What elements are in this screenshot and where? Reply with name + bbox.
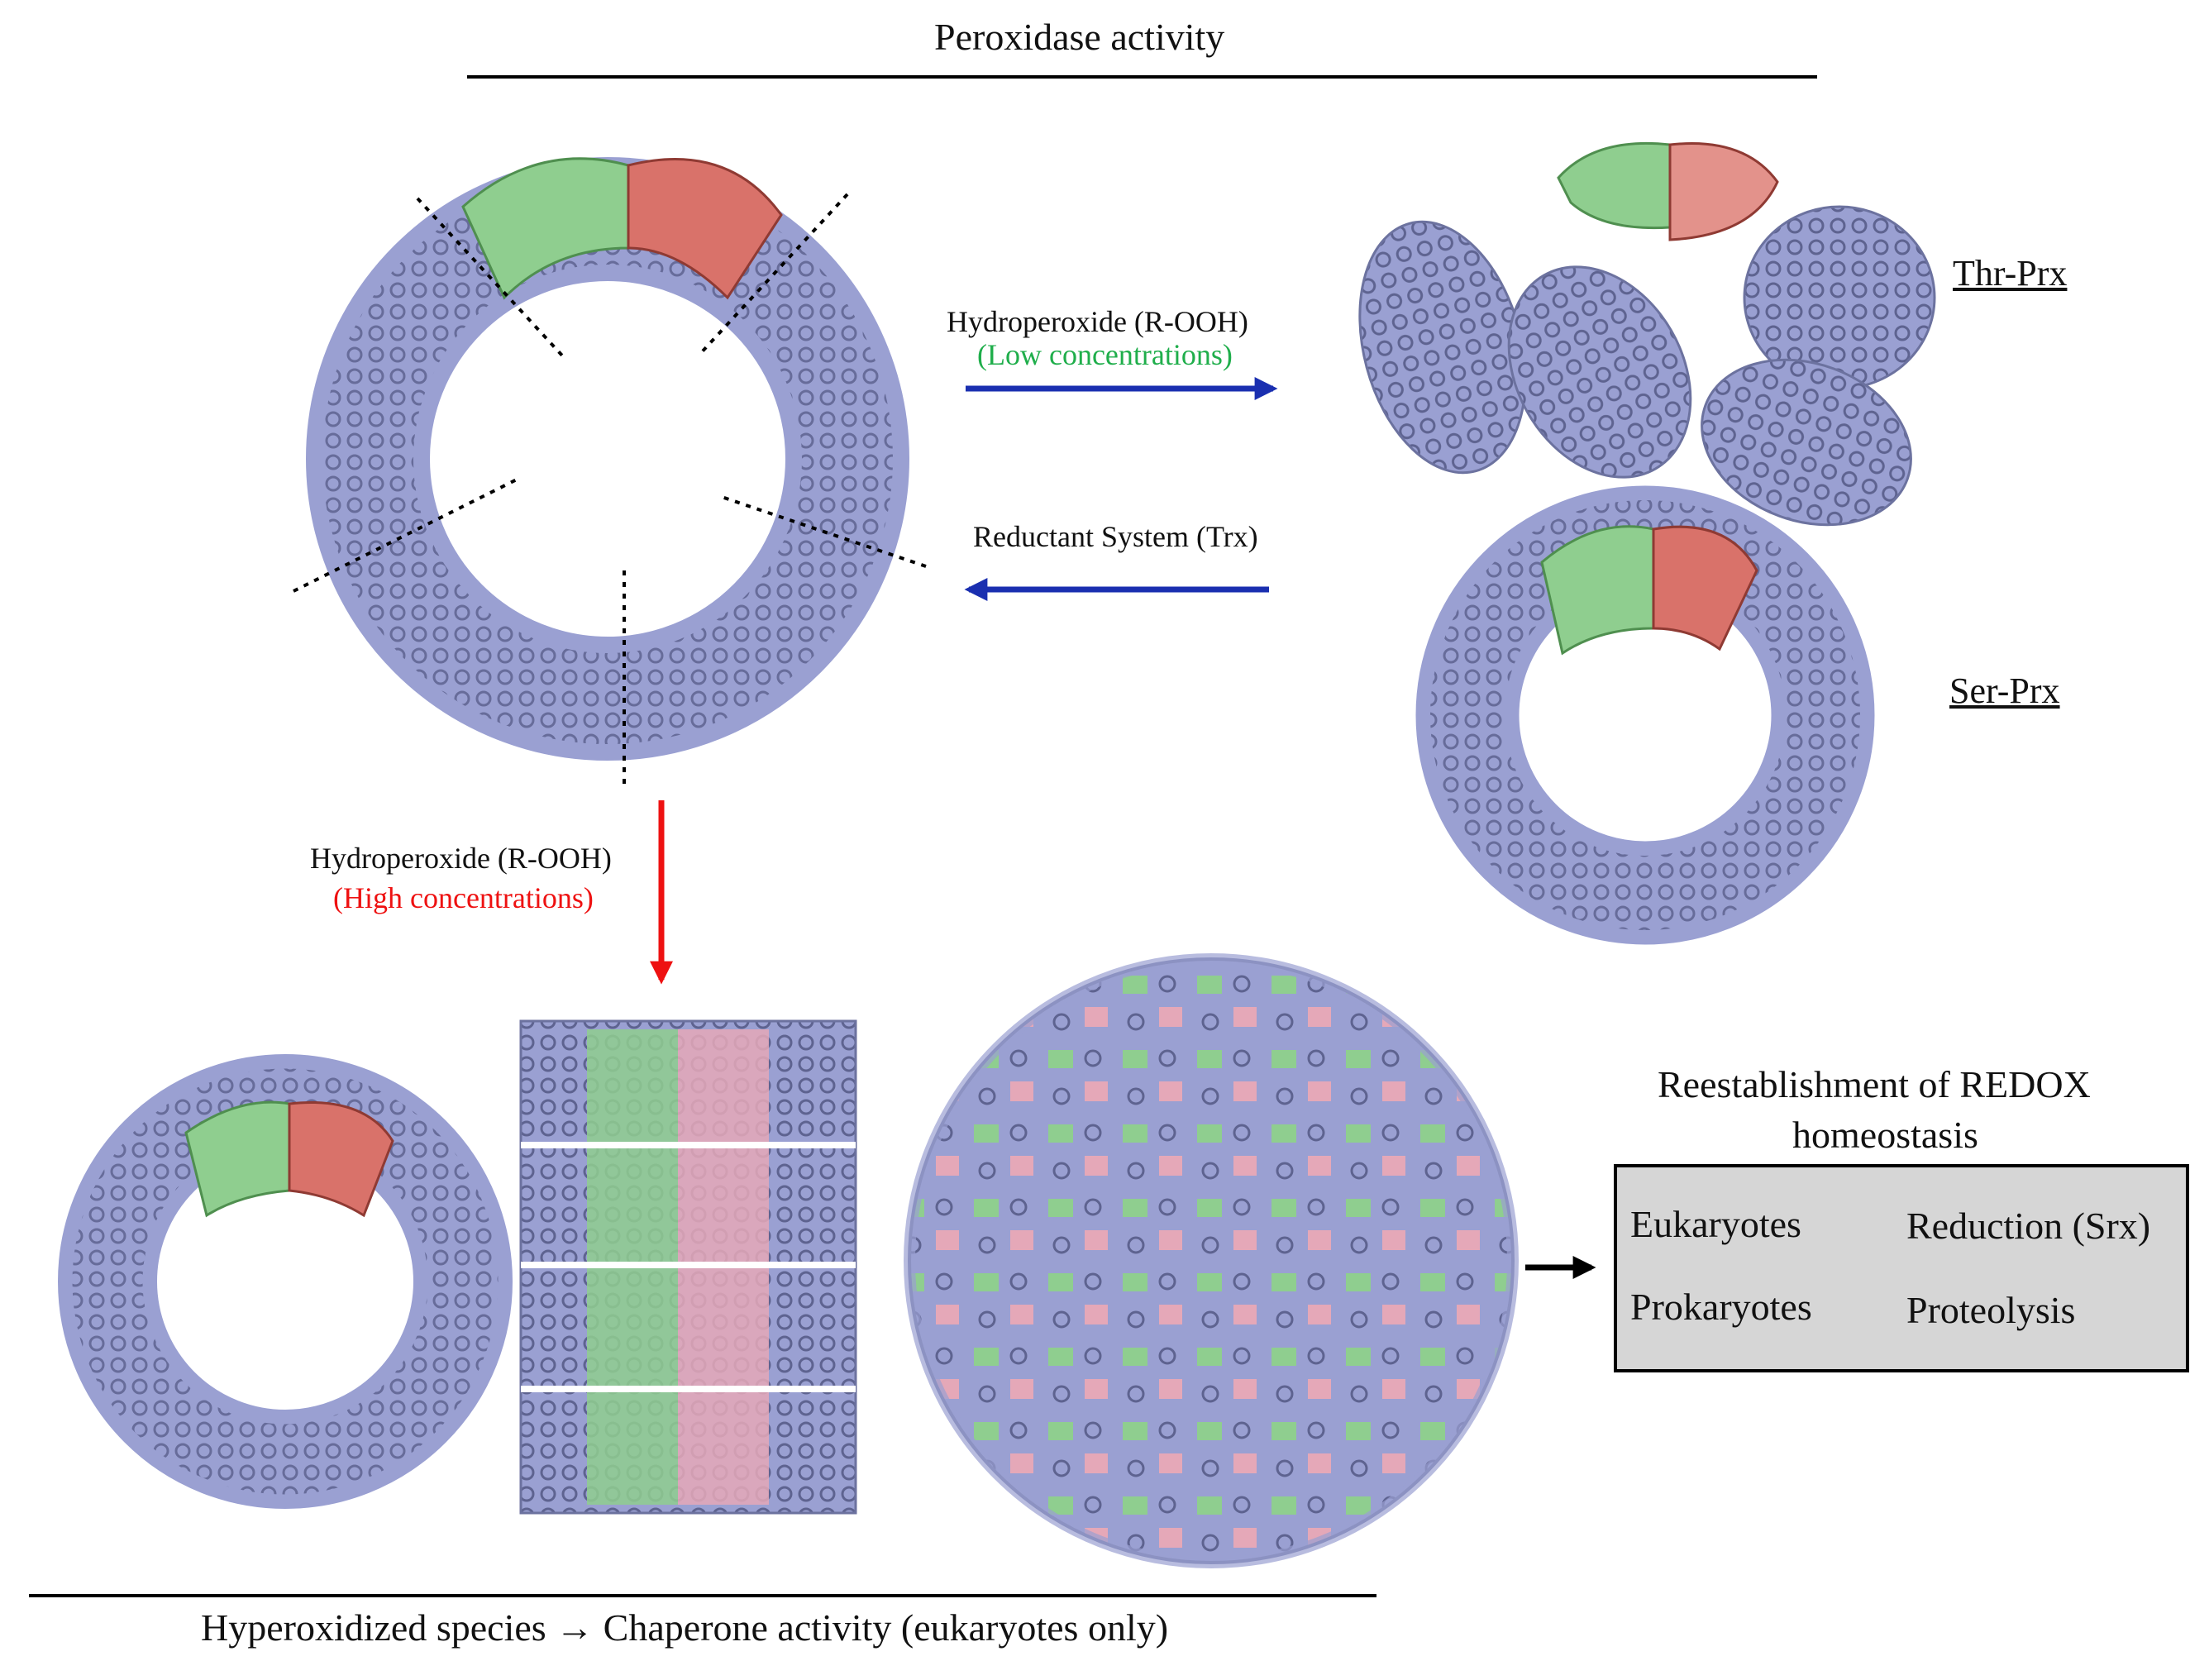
- stacked-decamers: [519, 1019, 857, 1515]
- ser-prx-ring: [1415, 485, 1875, 945]
- decamer-ring: [293, 157, 927, 790]
- reduction-label: Reduction (Srx): [1906, 1205, 2151, 1247]
- dimer-divider: [718, 494, 927, 568]
- eukaryotes-label: Eukaryotes: [1630, 1203, 1801, 1245]
- ser-prx-label: Ser-Prx: [1949, 671, 2060, 711]
- reductant-label: Reductant System (Trx): [973, 520, 1258, 553]
- low-conc-label-line1: Hydroperoxide (R-OOH): [947, 305, 1248, 338]
- red-chain: [288, 1100, 394, 1218]
- prokaryotes-label: Prokaryotes: [1630, 1286, 1812, 1328]
- redox-title-line2: homeostasis: [1792, 1114, 1978, 1156]
- high-conc-label-line1: Hydroperoxide (R-OOH): [310, 842, 612, 875]
- red-chain: [627, 158, 783, 300]
- red-chain: [1652, 525, 1758, 651]
- bottom-title: Hyperoxidized species → Chaperone activi…: [201, 1606, 1169, 1649]
- hyperoxidized-decamer: [58, 1054, 513, 1509]
- thr-prx-dimers: [1358, 141, 1936, 527]
- proteolysis-label: Proteolysis: [1906, 1289, 2076, 1331]
- redox-outcomes-box: Eukaryotes Reduction (Srx) Prokaryotes P…: [1614, 1164, 2189, 1372]
- red-chain: [1668, 141, 1779, 241]
- redox-title-line1: Reestablishment of REDOX: [1658, 1063, 2091, 1105]
- low-conc-label-line2: (Low concentrations): [977, 338, 1233, 371]
- dimer-divider: [697, 193, 849, 357]
- hmw-spherical-complex: [904, 953, 1519, 1568]
- thr-prx-label: Thr-Prx: [1953, 253, 2068, 294]
- high-conc-label-line2: (High concentrations): [333, 881, 594, 914]
- green-chain: [1557, 141, 1672, 230]
- top-title: Peroxidase activity: [934, 16, 1225, 58]
- dimer-divider: [416, 197, 564, 357]
